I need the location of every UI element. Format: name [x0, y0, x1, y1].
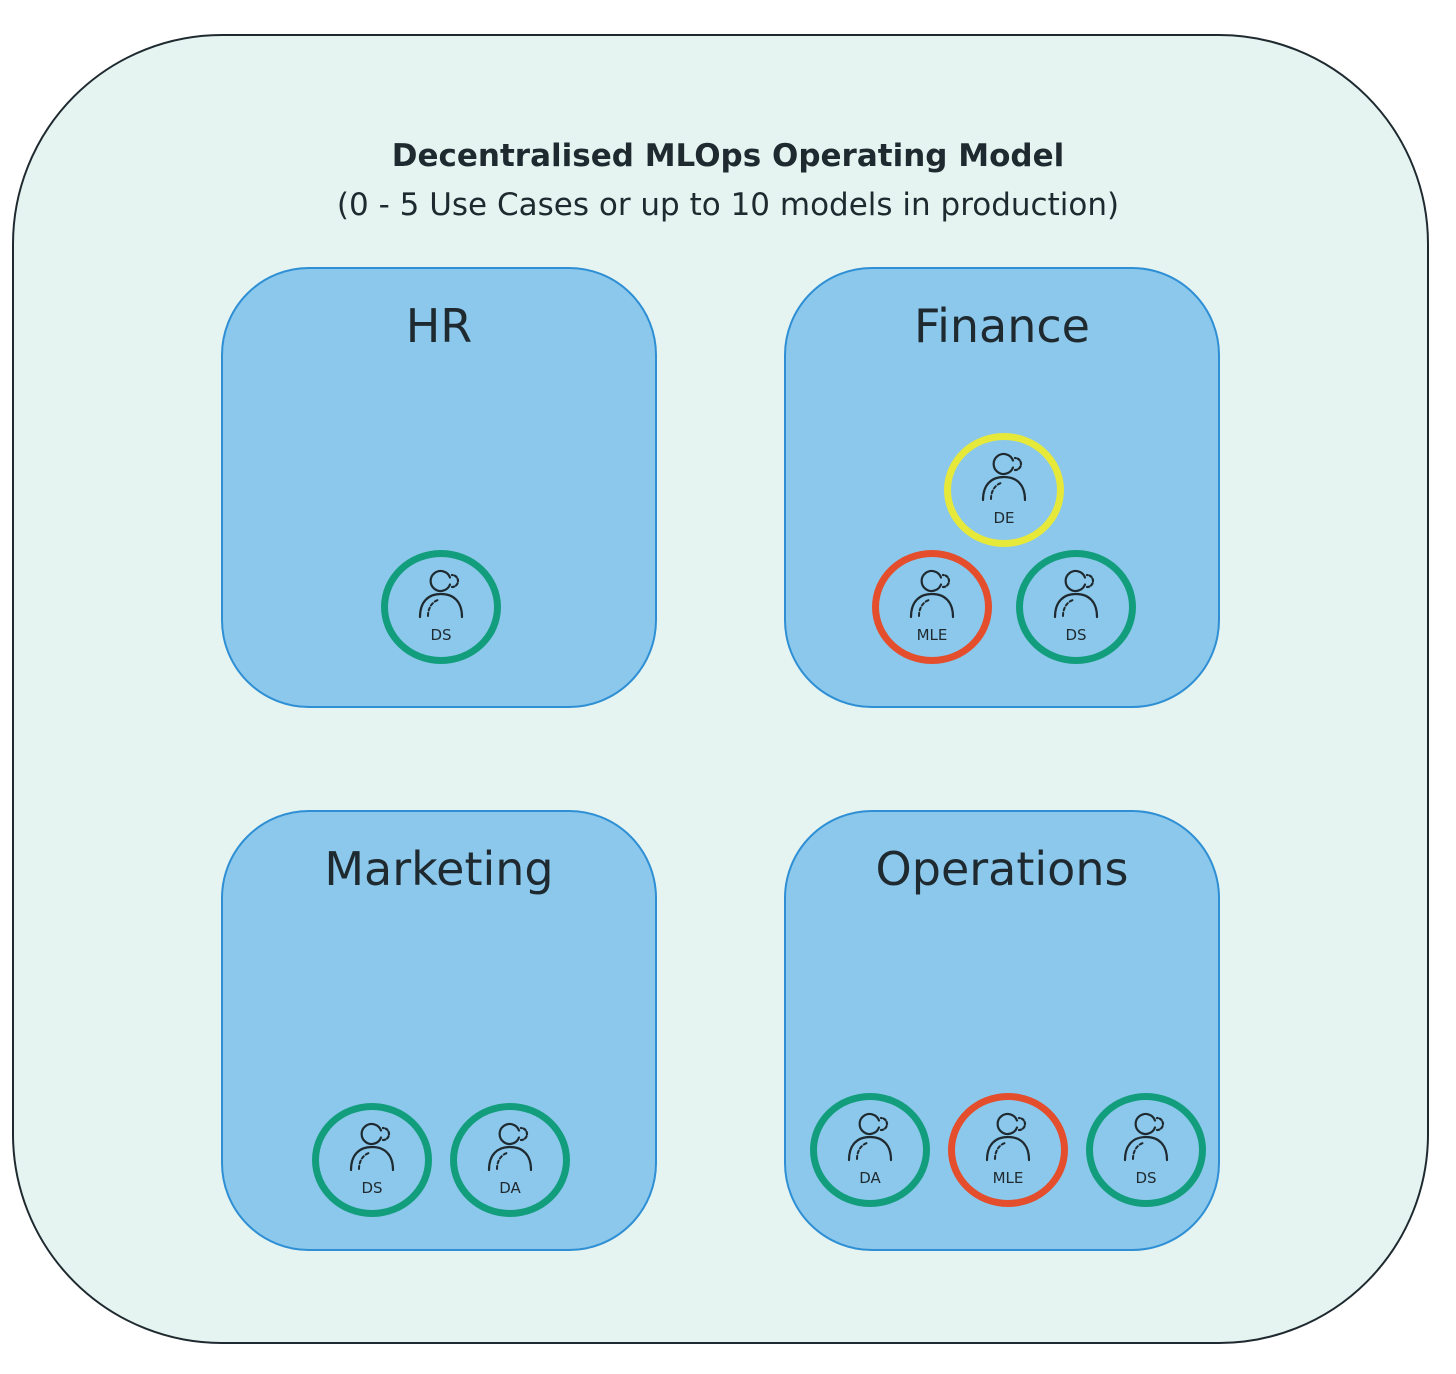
- department-hr: HR DS: [221, 267, 657, 708]
- person-icon: [418, 569, 464, 619]
- role-label: MLE: [992, 1169, 1024, 1187]
- role-mle: MLE: [948, 1093, 1068, 1207]
- person-icon: [487, 1122, 533, 1172]
- role-label: DA: [859, 1169, 881, 1187]
- role-label: DS: [361, 1179, 383, 1197]
- department-operations: Operations DA MLE DS: [784, 810, 1220, 1251]
- role-mle: MLE: [872, 550, 992, 664]
- person-icon: [981, 452, 1027, 502]
- person-icon: [349, 1122, 395, 1172]
- person-icon: [1053, 569, 1099, 619]
- department-name: Finance: [914, 299, 1090, 353]
- department-marketing: Marketing DS DA: [221, 810, 657, 1251]
- role-da: DA: [810, 1093, 930, 1207]
- department-name: HR: [405, 299, 473, 353]
- role-label: DS: [1065, 626, 1087, 644]
- role-label: DE: [993, 509, 1015, 527]
- role-label: MLE: [916, 626, 948, 644]
- role-label: DS: [1135, 1169, 1157, 1187]
- diagram-subtitle: (0 - 5 Use Cases or up to 10 models in p…: [336, 187, 1120, 223]
- role-ds: DS: [1086, 1093, 1206, 1207]
- role-ds: DS: [1016, 550, 1136, 664]
- person-icon: [1123, 1112, 1169, 1162]
- role-ds: DS: [312, 1103, 432, 1217]
- person-icon: [847, 1112, 893, 1162]
- person-icon: [985, 1112, 1031, 1162]
- role-ds: DS: [381, 550, 501, 664]
- role-label: DA: [499, 1179, 521, 1197]
- department-name: Operations: [875, 842, 1129, 896]
- department-finance: Finance DE MLE DS: [784, 267, 1220, 708]
- diagram-title: Decentralised MLOps Operating Model: [391, 138, 1065, 174]
- department-name: Marketing: [324, 842, 554, 896]
- role-label: DS: [430, 626, 452, 644]
- person-icon: [909, 569, 955, 619]
- role-de: DE: [944, 433, 1064, 547]
- role-da: DA: [450, 1103, 570, 1217]
